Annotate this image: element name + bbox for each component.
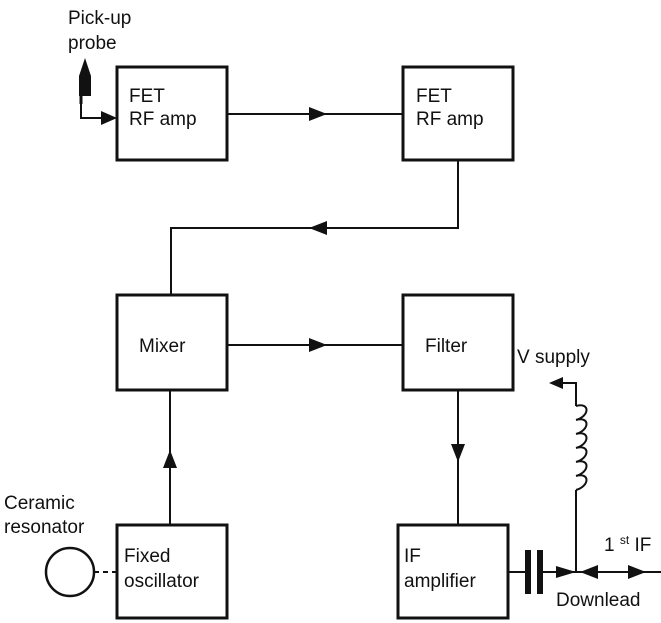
- first-if-text: IF: [634, 535, 651, 556]
- mixer-to-filter-arrow: [309, 338, 327, 352]
- mixer-block: [115, 293, 229, 392]
- fet-rf-amp-2-line2: RF amp: [416, 109, 484, 130]
- filter-label: Filter: [425, 336, 468, 357]
- supply-feed-wire-upper: [560, 382, 577, 406]
- fixed-oscillator-label: Fixed oscillator: [124, 546, 200, 592]
- capacitor-icon: [525, 550, 543, 594]
- fet-rf-amp-1-line2: RF amp: [129, 109, 197, 130]
- downlead-bidir-arrow-left: [580, 565, 598, 579]
- fet-rf-amp-1-label: FET RF amp: [129, 86, 197, 130]
- fet-rf-amp-1-line1: FET: [129, 86, 165, 107]
- downlead-bidir-arrow-right: [628, 565, 646, 579]
- first-if-number: 1: [604, 535, 615, 556]
- probe-wire: [80, 104, 104, 119]
- if-amplifier-label: IF amplifier: [404, 546, 476, 592]
- pickup-probe-label-line1: Pick-up: [68, 8, 131, 29]
- downlead-left-arrow: [556, 566, 576, 578]
- inductor-coil-icon: [575, 404, 588, 491]
- downlead-label: Downlead: [556, 590, 641, 611]
- pickup-probe-label-line2: probe: [68, 33, 117, 54]
- first-if-label: 1 st IF: [604, 528, 651, 556]
- fet-rf-amp-2-line1: FET: [416, 86, 452, 107]
- amp2-to-mixer-arrow: [309, 221, 327, 235]
- ceramic-resonator-icon: [44, 546, 96, 598]
- fixed-oscillator-line2: oscillator: [124, 571, 200, 592]
- if-amplifier-line2: amplifier: [404, 571, 476, 592]
- filter-to-if-arrow: [451, 444, 465, 462]
- ceramic-resonator-line1: Ceramic: [4, 493, 75, 514]
- fixed-oscillator-block: [115, 523, 229, 620]
- filter-block: [401, 293, 515, 392]
- first-if-superscript: st: [620, 533, 630, 547]
- if-amplifier-line1: IF: [404, 546, 421, 567]
- ceramic-resonator-line2: resonator: [4, 517, 85, 538]
- pickup-probe-icon: [79, 58, 91, 104]
- pickup-probe-label: Pick-up probe: [68, 8, 137, 54]
- oscillator-to-mixer-arrow: [163, 450, 177, 468]
- v-supply-arrow: [549, 377, 563, 389]
- amp1-to-amp2-arrow: [309, 107, 327, 121]
- fet-rf-amp-2-label: FET RF amp: [416, 86, 484, 130]
- mixer-label: Mixer: [139, 336, 186, 357]
- v-supply-label: V supply: [517, 347, 590, 368]
- probe-arrow: [101, 111, 117, 125]
- fixed-oscillator-line1: Fixed: [124, 546, 170, 567]
- ceramic-resonator-label: Ceramic resonator: [4, 493, 85, 538]
